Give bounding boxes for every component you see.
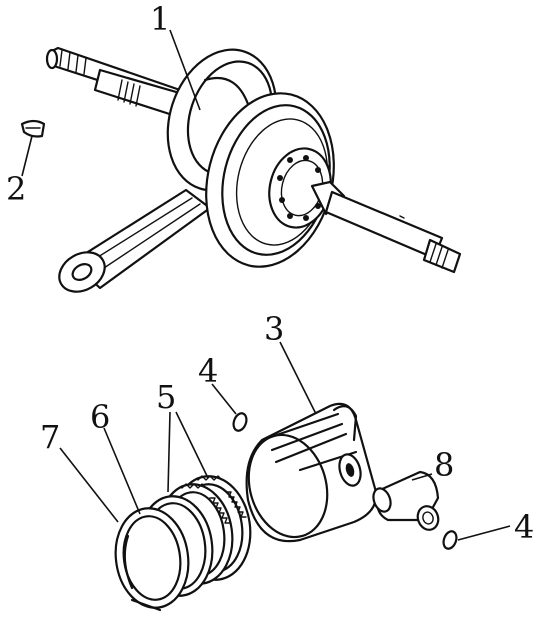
callouts: 1 2 3 4 5 6 7 8 4 xyxy=(6,0,534,546)
piston-pin-clip-left xyxy=(232,412,248,432)
callout-piston-pin: 8 xyxy=(434,446,454,484)
crankshaft-assembly xyxy=(45,46,462,293)
leader-8 xyxy=(411,473,433,481)
crankshaft-left-shaft xyxy=(45,46,192,120)
callout-piston-pin-clip-right: 4 xyxy=(514,508,534,546)
connecting-rod xyxy=(58,188,212,293)
oil-ring-expander xyxy=(114,507,190,612)
leader-6 xyxy=(103,427,141,515)
leader-lines xyxy=(21,29,511,541)
piston-pin xyxy=(372,470,440,531)
leader-5a xyxy=(167,411,171,493)
leader-4-right xyxy=(457,525,511,541)
callout-woodruff-key: 2 xyxy=(6,170,26,208)
callout-oil-ring-side-rail: 6 xyxy=(90,398,110,436)
piston-pin-clip-right xyxy=(442,530,458,550)
leader-4-left xyxy=(211,383,237,415)
leader-5b xyxy=(175,411,209,479)
leader-3 xyxy=(279,341,317,415)
callout-oil-ring-expander: 7 xyxy=(40,418,60,456)
leader-7 xyxy=(59,447,119,523)
piston xyxy=(245,402,378,543)
woodruff-key xyxy=(20,119,46,138)
callout-crankshaft: 1 xyxy=(150,0,170,38)
leader-2 xyxy=(21,135,33,177)
leader-1 xyxy=(169,29,201,111)
callout-piston: 3 xyxy=(264,310,284,348)
callout-compression-rings: 5 xyxy=(156,378,176,416)
callout-piston-pin-clip-left: 4 xyxy=(198,352,218,390)
crankshaft-bearing xyxy=(268,147,332,229)
crankshaft-right-shaft xyxy=(310,180,462,274)
